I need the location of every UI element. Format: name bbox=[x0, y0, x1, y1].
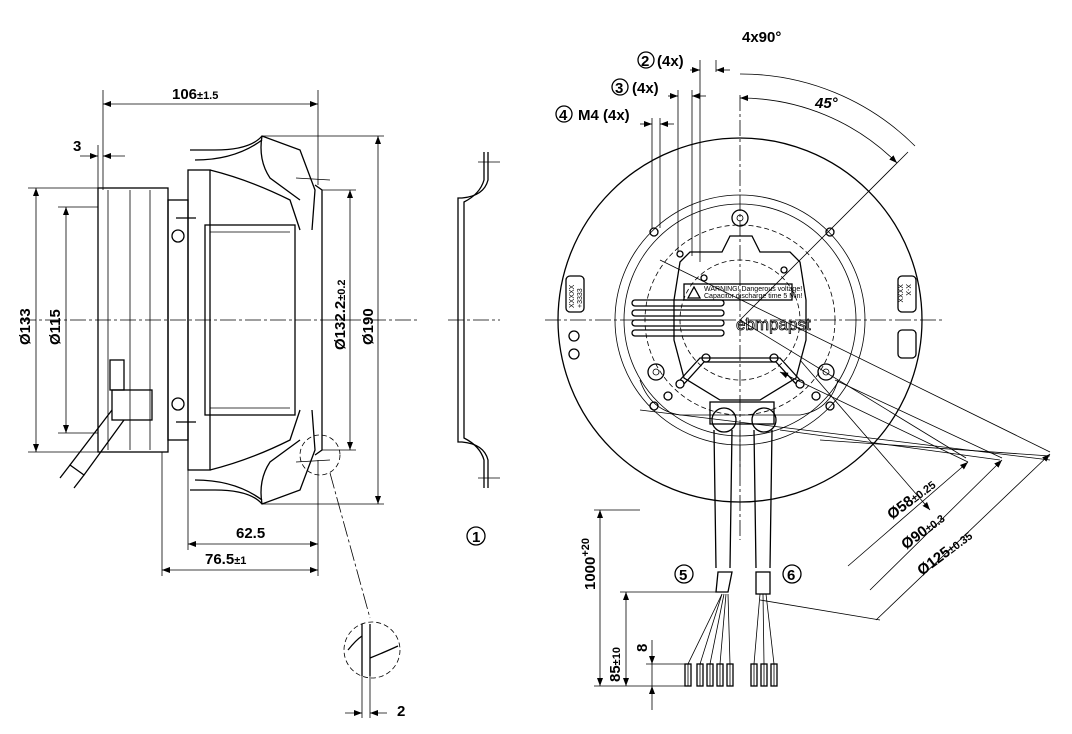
callout-3-label: (4x) bbox=[632, 80, 659, 97]
warning-text-1: WARNING! Dangerous voltage! bbox=[704, 286, 802, 293]
callout-2-label: (4x) bbox=[657, 53, 684, 70]
inlet-ring-profile bbox=[457, 152, 489, 488]
svg-text:X-X: X-X bbox=[904, 284, 911, 296]
callout-4-label: M4 (4x) bbox=[578, 107, 630, 124]
diameter-58-label: Ø58±0.25 bbox=[884, 476, 939, 523]
strip-length-label: 85±10 bbox=[607, 647, 624, 682]
inner-diameter-label: Ø115 bbox=[47, 309, 64, 345]
svg-text:XXXXX: XXXXX bbox=[569, 284, 576, 308]
impeller-diameter-label: Ø190 bbox=[360, 308, 377, 345]
callout-1-circle bbox=[466, 526, 486, 546]
callout-5-number: 5 bbox=[679, 567, 687, 584]
callout-4-circle bbox=[555, 105, 573, 123]
angle-offset-label: 45° bbox=[814, 95, 839, 112]
callout-2-number: 2 bbox=[641, 53, 649, 70]
detail-marker bbox=[299, 434, 341, 476]
blade-bottom bbox=[190, 409, 316, 505]
blade-top bbox=[190, 135, 316, 231]
callout-3-circle bbox=[611, 78, 629, 96]
cable-outlet bbox=[69, 409, 125, 476]
overall-length-label: 106±1.5 bbox=[172, 86, 218, 103]
callout-2-circle bbox=[637, 51, 655, 69]
inlet-diameter-label: Ø132.2±0.2 bbox=[332, 279, 349, 350]
warning-label bbox=[683, 283, 793, 301]
impeller-length-label: 62.5 bbox=[236, 525, 265, 542]
screw-bottom-right bbox=[817, 363, 835, 381]
side-view: 2 106±1.5 3 Ø133 Ø115 Ø132.2±0.2 Ø190 bbox=[17, 86, 420, 720]
callout-3-number: 3 bbox=[615, 80, 623, 97]
cable-5 bbox=[713, 429, 733, 569]
warning-text-2: Capacitor discharge time 5 Min! bbox=[704, 293, 802, 300]
certification-mark bbox=[897, 329, 917, 359]
callout-5-circle bbox=[674, 564, 694, 584]
flange-offset-label: 3 bbox=[73, 138, 81, 155]
total-length-label: 76.5±1 bbox=[205, 551, 246, 568]
left-type-label bbox=[565, 275, 585, 313]
m4-hole bbox=[649, 227, 659, 237]
callout-6-circle bbox=[782, 564, 802, 584]
cable-length-label: 1000+20 bbox=[580, 538, 599, 590]
housing-diameter-label: Ø133 bbox=[17, 308, 34, 345]
inlet-ring-view: 1 bbox=[448, 152, 500, 546]
motor-flange-plate bbox=[673, 235, 807, 401]
svg-text:+3333: +3333 bbox=[577, 288, 584, 308]
cable-6 bbox=[753, 429, 773, 569]
cable-detail: 5 6 1000+20 85±10 8 bbox=[580, 509, 802, 710]
callout-1-label: 1 bbox=[472, 529, 480, 546]
angle-45-arc bbox=[739, 95, 898, 164]
screw-bottom-left bbox=[647, 363, 665, 381]
callout-4-number: 4 bbox=[559, 107, 568, 124]
detail-view bbox=[343, 621, 401, 679]
right-type-label bbox=[897, 275, 917, 313]
front-view: ebmpapst WARNING! Dangerous voltage! Cap… bbox=[545, 29, 1051, 621]
stator-body bbox=[204, 224, 296, 416]
impeller-backplate bbox=[187, 169, 211, 471]
svg-text:XXXX: XXXX bbox=[896, 284, 903, 303]
ferrule-length-label: 8 bbox=[634, 644, 651, 652]
callout-6-number: 6 bbox=[787, 567, 795, 584]
angle-pattern-label: 4x90° bbox=[742, 29, 781, 46]
screw-top bbox=[731, 209, 749, 227]
detail-thickness-label: 2 bbox=[397, 703, 405, 720]
